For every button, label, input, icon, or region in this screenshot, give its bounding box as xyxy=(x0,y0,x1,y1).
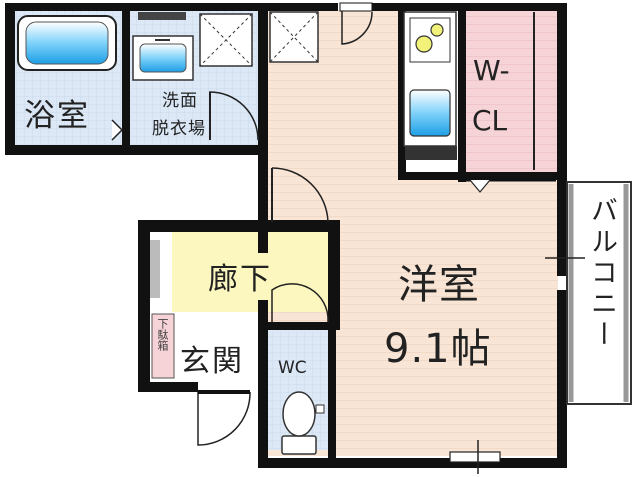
room-label-closet-line2: CL xyxy=(472,104,508,137)
room-label-washroom-line2: 脱衣場 xyxy=(152,119,206,139)
washroom-door-swing xyxy=(209,91,259,141)
storage-space xyxy=(269,11,319,63)
hallway-floor xyxy=(172,232,330,312)
room-label-entrance: 玄関 xyxy=(180,344,244,379)
shoe-box xyxy=(151,313,175,379)
balcony-frame xyxy=(566,181,632,405)
washbasin-bowl xyxy=(139,43,187,73)
room-label-toilet: WC xyxy=(278,358,307,378)
room-label-washroom-line1: 洗面 xyxy=(162,91,198,111)
toilet-bowl xyxy=(282,391,316,437)
top-door-swing xyxy=(341,10,373,45)
toilet-tank xyxy=(281,435,317,455)
room-label-balcony: バルコニー xyxy=(586,196,617,351)
label-shoe-box: 下駄箱 xyxy=(156,318,169,351)
balcony-floor xyxy=(572,184,628,402)
closet-door-symbol xyxy=(469,179,491,193)
bath-door-symbol xyxy=(111,119,124,141)
room-label-hallway: 廊下 xyxy=(208,262,272,297)
bottom-window xyxy=(449,451,501,463)
bathtub-water xyxy=(25,21,109,65)
closet-floor xyxy=(465,10,557,172)
room-size-western-room: 9.1帖 xyxy=(384,326,492,372)
entrance-door-swing xyxy=(197,391,251,446)
walls xyxy=(5,3,567,468)
kitchen-sink xyxy=(409,89,451,137)
toilet-door-swing xyxy=(271,283,329,323)
room-label-closet-line1: W- xyxy=(473,54,510,87)
room-label-western-room: 洋室 xyxy=(398,262,480,308)
room-label-bath: 浴室 xyxy=(24,98,90,134)
hallway-door-swing xyxy=(271,167,329,223)
shelf xyxy=(138,12,186,20)
